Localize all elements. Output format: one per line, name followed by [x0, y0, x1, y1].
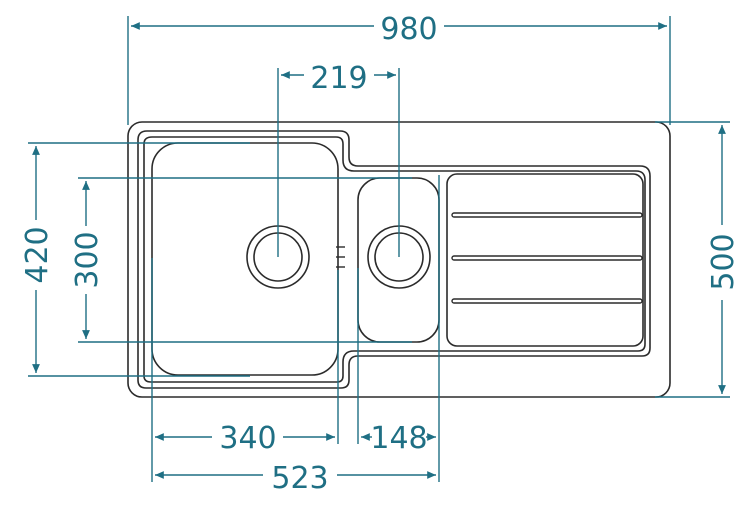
drainer-groove-1 — [451, 212, 643, 218]
dim-bowl-inner-height: 300 — [70, 231, 105, 288]
dim-overall-width: 980 — [380, 12, 437, 47]
sink-rim-outer — [137, 130, 651, 389]
dim-overall-depth: 500 — [706, 233, 741, 290]
dim-drain-spacing: 219 — [310, 61, 367, 96]
overflow-slots — [336, 246, 345, 268]
drainer-area — [446, 173, 644, 347]
drainer-grooves — [451, 212, 643, 304]
dimension-lines — [28, 16, 730, 482]
drainer-groove-3 — [451, 298, 643, 304]
sink-rim-inner — [143, 136, 646, 383]
dim-bowl-outer-height: 420 — [20, 226, 55, 283]
dim-bowls-total-width: 523 — [271, 461, 328, 496]
dim-small-bowl-width: 148 — [370, 421, 427, 456]
dim-main-bowl-width: 340 — [219, 421, 276, 456]
drainer-groove-2 — [451, 255, 643, 261]
